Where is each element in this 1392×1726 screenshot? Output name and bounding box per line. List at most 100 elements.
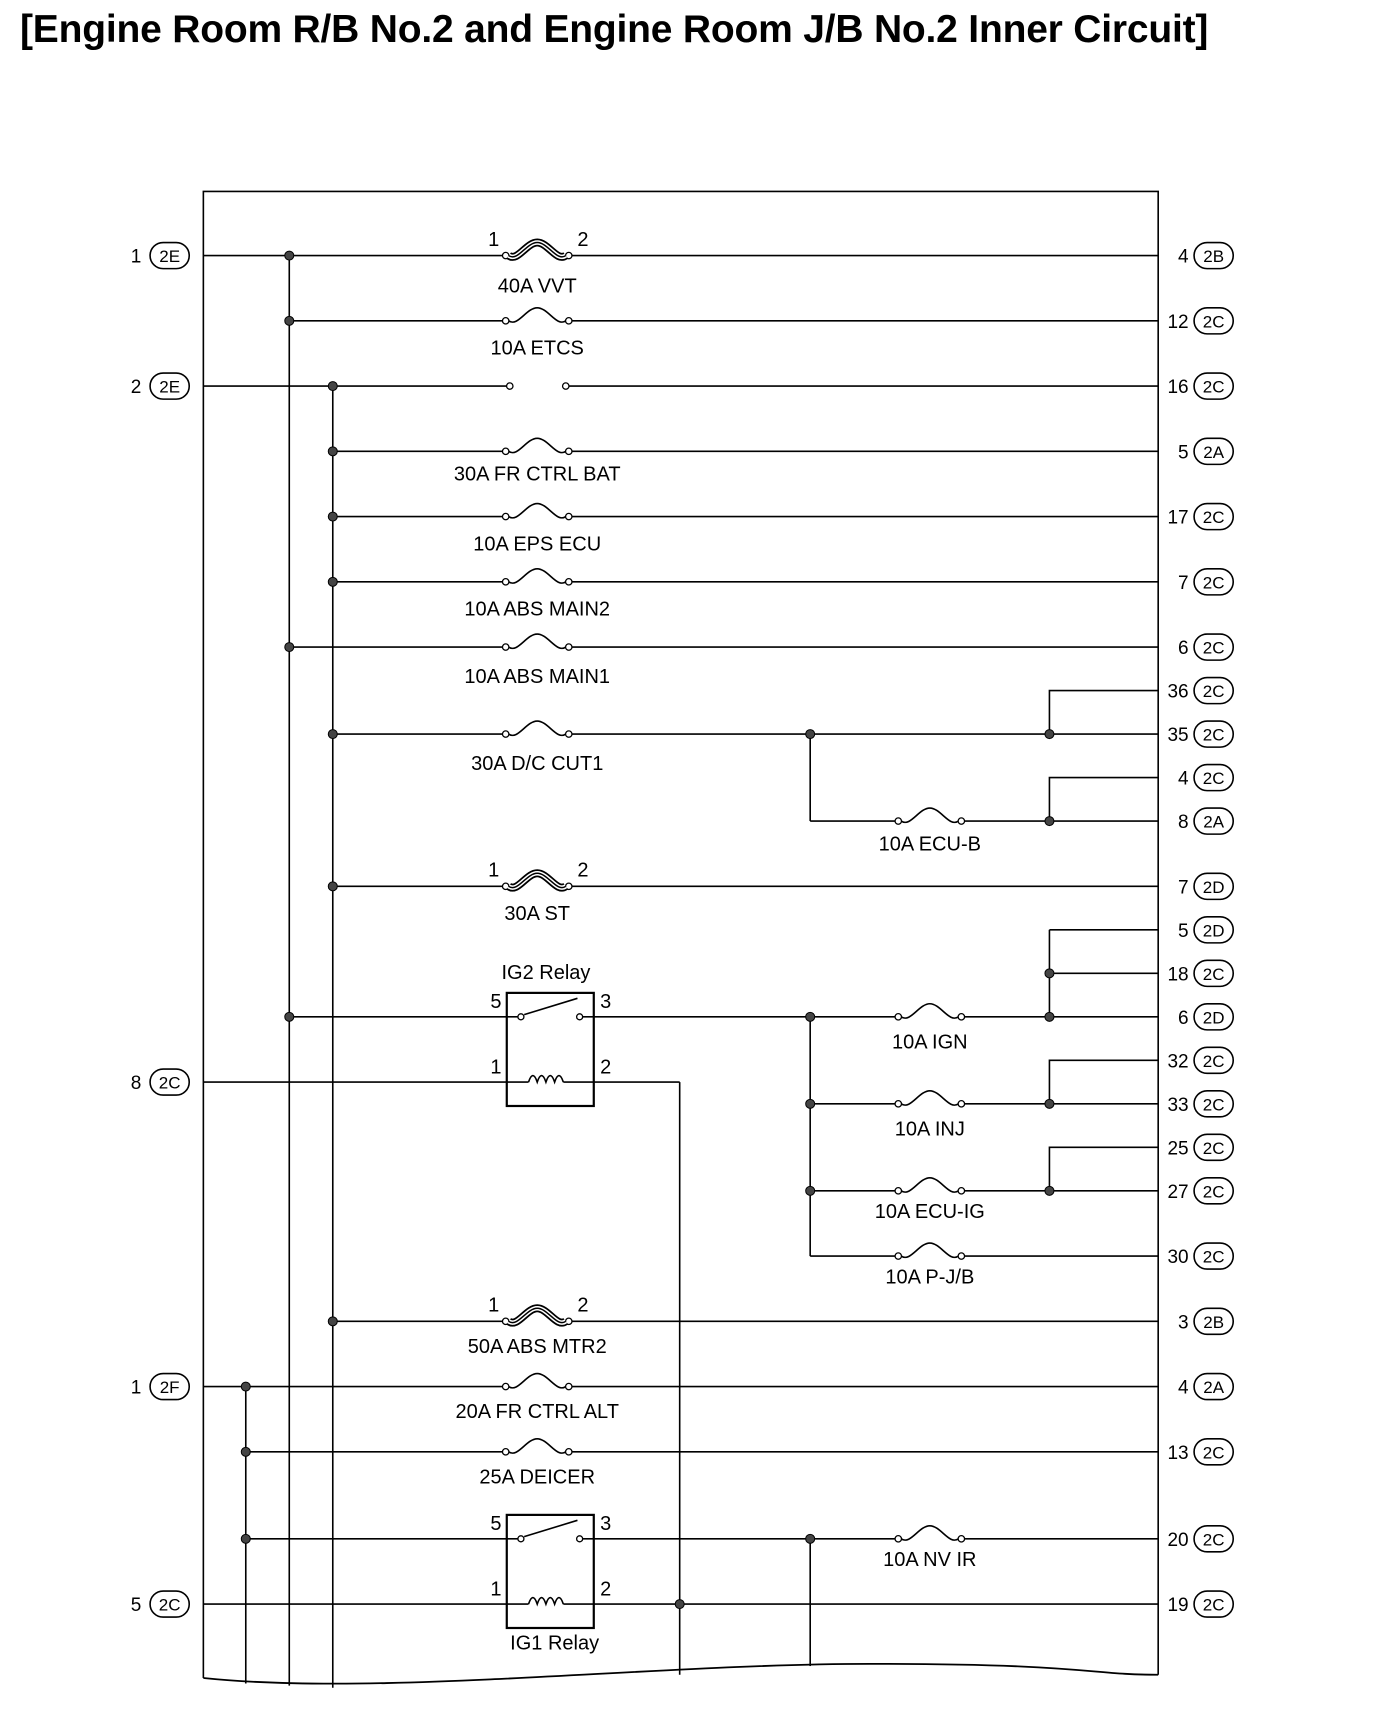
connector-code: 2C [1203, 1052, 1225, 1071]
junction-dot [805, 1098, 816, 1109]
junction-dot [1044, 816, 1055, 827]
fuse-pin: 1 [488, 860, 499, 882]
wire [1048, 689, 1159, 735]
junction-dot [1044, 1011, 1055, 1022]
fuse-label-inj: 10A INJ [895, 1118, 965, 1140]
fuse-element [508, 633, 567, 650]
junction-dot [805, 729, 816, 740]
relay-label: IG1 Relay [510, 1633, 599, 1655]
fuse-fr_ctrl_bat [501, 437, 573, 456]
connector-code: 2A [1203, 1378, 1224, 1397]
wire [1048, 776, 1159, 822]
connector-oval [149, 1372, 191, 1401]
connector-oval [1193, 1176, 1235, 1205]
fuse-element [900, 1089, 959, 1106]
fuse-terminal [957, 1012, 966, 1021]
connector-oval [1193, 1437, 1235, 1466]
connector-code: 2C [1203, 682, 1225, 701]
connector-oval [1193, 502, 1235, 531]
connector-pin: 1 [131, 1378, 142, 1399]
right-connector: 2C 32 [1167, 1046, 1235, 1075]
fuse-label-fr_ctrl_bat: 30A FR CTRL BAT [454, 464, 621, 486]
connector-oval [1193, 1133, 1235, 1162]
connector-oval [1193, 567, 1235, 596]
connector-oval [1193, 1046, 1235, 1075]
relay-pin: 5 [490, 991, 501, 1013]
connector-pin: 32 [1167, 1051, 1188, 1072]
fuse-terminal [564, 512, 573, 521]
junction-dot [327, 446, 338, 457]
connector-code: 2A [1203, 813, 1224, 832]
fuse-terminal [894, 1252, 903, 1260]
fuse-element [508, 306, 567, 323]
connector-pin: 13 [1167, 1443, 1188, 1464]
connector-pin: 4 [1178, 1378, 1189, 1399]
fuse-terminal [894, 1186, 903, 1195]
relay-contact [575, 1013, 584, 1021]
connector-oval [1193, 306, 1235, 335]
fuse-terminal [957, 1186, 966, 1195]
fuse-terminal [564, 1382, 573, 1391]
connector-oval [1193, 437, 1235, 466]
right-connector: 2C6 [1178, 633, 1235, 661]
connector-code: 2D [1203, 921, 1225, 940]
fuse-label-eps_ecu: 10A EPS ECU [473, 533, 601, 555]
wire [1048, 1146, 1159, 1191]
fuse-element [508, 502, 567, 519]
right-connector: 2B3 [1178, 1307, 1235, 1336]
connector-code: 2C [1203, 1248, 1225, 1267]
connector-oval [1193, 1307, 1235, 1336]
fuse-pin: 1 [488, 229, 499, 251]
connector-code: 2B [1203, 1313, 1224, 1332]
empty-slot-terminal [505, 382, 514, 390]
connector-code: 2F [160, 1378, 180, 1397]
right-connector: 2A5 [1178, 437, 1235, 466]
fuse-label-abs_main2: 10A ABS MAIN2 [464, 599, 610, 621]
junction-dot [805, 1533, 816, 1544]
connector-pin: 17 [1167, 508, 1188, 529]
fuse-pin: 2 [577, 860, 588, 882]
connector-oval [149, 241, 191, 270]
connector-pin: 4 [1178, 247, 1189, 268]
connector-oval [1193, 807, 1235, 835]
connector-oval [1193, 372, 1235, 400]
junction-dot [805, 1185, 816, 1196]
connector-code: 2C [1203, 1139, 1225, 1158]
fuse-terminal [564, 316, 573, 325]
relay-label: IG2 Relay [501, 962, 590, 984]
connector-oval [1193, 1590, 1235, 1618]
connector-pin: 30 [1167, 1247, 1188, 1268]
fuse-pin: 1 [488, 1295, 499, 1317]
fuse-element [900, 1002, 959, 1019]
fuse-nv_ir [894, 1524, 966, 1543]
connector-oval [1193, 959, 1235, 988]
connector-oval [1193, 720, 1235, 748]
relay-contact [517, 1013, 525, 1021]
connector-pin: 12 [1167, 312, 1188, 333]
left-connector: 2E1 [131, 241, 191, 270]
fuse-element [900, 1242, 959, 1259]
connector-code: 2E [159, 378, 180, 397]
junction-dot [1044, 729, 1055, 740]
fuse-st [501, 869, 573, 892]
connector-code: 2C [1203, 726, 1225, 745]
connector-pin: 18 [1167, 964, 1188, 985]
junction-dot [284, 1011, 295, 1022]
connector-pin: 27 [1167, 1182, 1188, 1203]
connector-pin: 4 [1178, 769, 1189, 790]
fuse-ecu_ig [894, 1176, 966, 1195]
left-connector: 2E2 [131, 372, 191, 400]
left-connector: 2C5 [131, 1590, 191, 1618]
fuse-terminal [957, 1534, 966, 1543]
junction-dot [327, 511, 338, 522]
right-connector: 2C7 [1178, 567, 1235, 596]
right-connector: 2D7 [1178, 872, 1235, 901]
fuse-terminal [564, 1447, 573, 1456]
connector-code: 2C [1203, 378, 1225, 397]
